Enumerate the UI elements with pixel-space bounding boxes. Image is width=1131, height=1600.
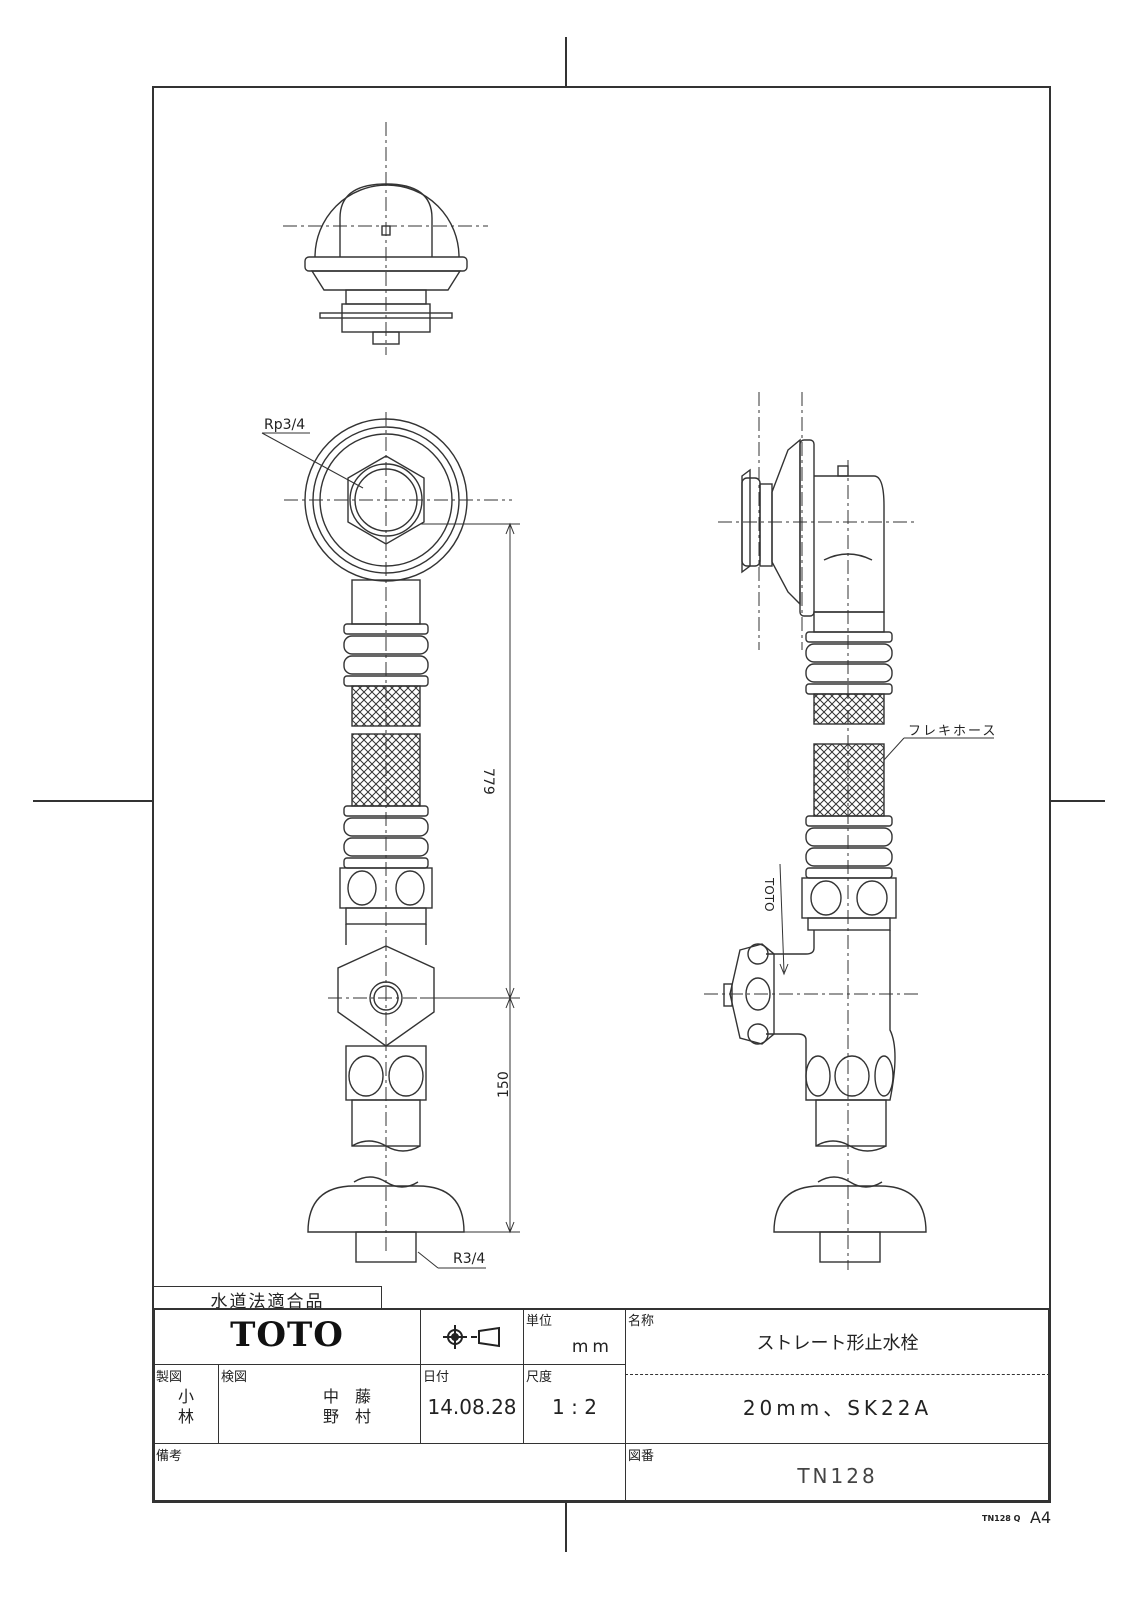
projection-cell: [420, 1308, 524, 1365]
third-angle-projection-icon: [443, 1325, 500, 1349]
bottom-thread-label: R3/4: [453, 1251, 486, 1267]
drawn-label: 製図: [156, 1370, 183, 1385]
date-cell: 日付 14.08.28: [420, 1364, 524, 1444]
scale-value: 1 : 2: [552, 1395, 597, 1419]
name-cell: 名称 ストレート形止水栓: [625, 1308, 1050, 1375]
drawing-number-cell: 図番 TN128: [625, 1443, 1050, 1502]
drawn-by: 小 林: [177, 1387, 194, 1426]
checked-cell: 検図 中 藤 野 村: [218, 1364, 421, 1444]
drawing-number-label: 図番: [628, 1449, 655, 1464]
logo-cell: TOTO: [153, 1308, 421, 1365]
unit-label: 単位: [526, 1314, 553, 1329]
scale-cell: 尺度 1 : 2: [523, 1364, 626, 1444]
unit-value: mm: [571, 1337, 613, 1357]
compliance-label: 水道法適合品: [210, 1292, 325, 1312]
remarks-cell: 備考: [153, 1443, 626, 1502]
top-view: [283, 122, 488, 355]
checked-label: 検図: [221, 1370, 248, 1385]
brand-mark-label: TOTO: [762, 878, 776, 912]
compliance-box: 水道法適合品: [153, 1286, 382, 1312]
date-value: 14.08.28: [427, 1395, 517, 1419]
front-view: [261, 412, 520, 1269]
drawing-frame: [152, 86, 1051, 1503]
scale-label: 尺度: [526, 1370, 553, 1385]
dimension-779: 779: [480, 768, 496, 795]
flex-hose-label: フレキホース: [908, 724, 998, 739]
top-thread-label: Rp3/4: [264, 417, 306, 433]
side-view: [704, 392, 994, 1270]
date-label: 日付: [423, 1370, 450, 1385]
paper-size: A4: [1030, 1508, 1052, 1527]
name-label: 名称: [628, 1314, 655, 1329]
toto-logo: TOTO: [230, 1315, 344, 1355]
drawn-cell: 製図 小 林: [153, 1364, 219, 1444]
checked-by-2: 野 村: [323, 1407, 372, 1426]
dimension-150: 150: [496, 1071, 512, 1098]
footer-code: TN128 Q: [982, 1514, 1021, 1523]
unit-cell: 単位 mm: [523, 1308, 626, 1365]
product-spec: 20mm、SK22A: [742, 1396, 933, 1420]
remarks-label: 備考: [156, 1449, 183, 1464]
product-name: ストレート形止水栓: [756, 1333, 919, 1354]
spec-cell: 20mm、SK22A: [625, 1374, 1050, 1444]
checked-by-1: 中 藤: [323, 1387, 372, 1406]
drawing-number: TN128: [797, 1464, 878, 1488]
